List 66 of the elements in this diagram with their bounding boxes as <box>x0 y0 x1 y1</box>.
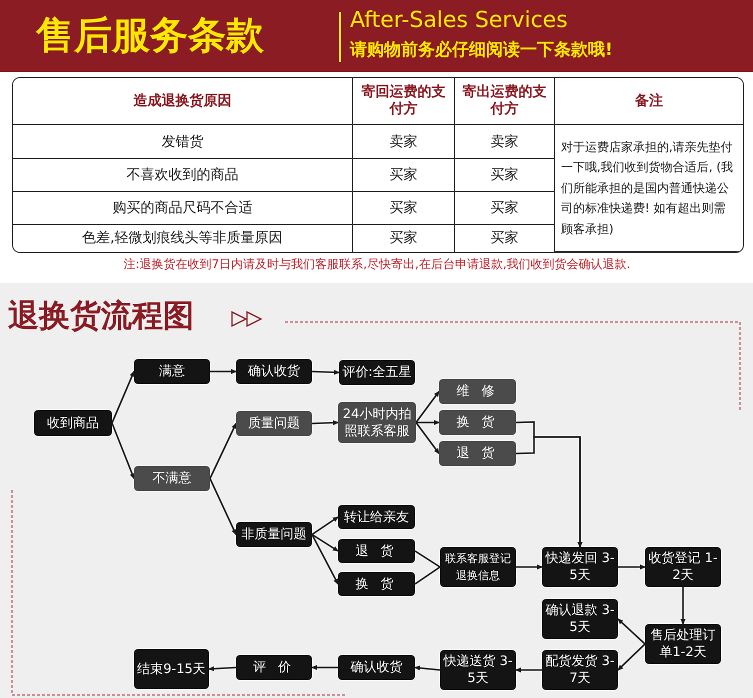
arrow <box>312 534 339 552</box>
arrow <box>311 665 338 670</box>
banner-title: 售后服务条款 <box>36 12 264 58</box>
process-box: 满意 <box>134 359 210 384</box>
banner-subtitle: After-Sales Services <box>350 8 568 34</box>
process-box: 退 货 <box>338 539 415 563</box>
process-box: 质量问题 <box>236 411 312 436</box>
table-cell: 发错货 <box>13 124 352 158</box>
arrow <box>618 564 646 570</box>
table-cell: 色差,轻微划痕线头等非质量原因 <box>13 224 352 252</box>
table-cell: 买家 <box>454 224 554 252</box>
connector-line <box>414 566 440 585</box>
arrow <box>416 420 440 425</box>
process-box: 配货发货 3-7天 <box>542 650 618 690</box>
table-cell: 卖家 <box>352 124 455 158</box>
column-header: 寄出运费的支付方 <box>454 78 554 124</box>
arrow <box>415 422 440 454</box>
process-box: 确认收货 <box>338 655 415 680</box>
arrow <box>516 564 543 570</box>
process-box: 快递发回 3-5天 <box>542 547 618 587</box>
process-box: 评 价 <box>236 655 312 680</box>
column-header: 寄回运费的支付方 <box>352 78 455 124</box>
arrow <box>617 643 646 671</box>
process-box: 联系客服登记退换信息 <box>440 547 516 587</box>
process-box: 确认退款 3-5天 <box>542 599 618 639</box>
table-cell: 不喜欢收到的商品 <box>13 158 352 192</box>
process-box: 收到商品 <box>34 410 112 436</box>
arrow <box>617 618 646 645</box>
arrow <box>209 422 237 479</box>
arrow <box>311 534 339 585</box>
process-box: 结束9-15天 <box>134 649 209 689</box>
column-header: 造成退换货原因 <box>13 78 352 124</box>
arrow <box>515 668 542 672</box>
process-box: 快递送货 3-5天 <box>440 650 516 690</box>
section-title: 退换货流程图 <box>8 297 194 336</box>
arrow <box>111 422 135 480</box>
table-cell: 买家 <box>352 158 455 192</box>
table-cell: 购买的商品尺码不合适 <box>13 192 352 224</box>
process-box: 非质量问题 <box>236 522 312 547</box>
process-box: 售后处理订单1-2天 <box>645 624 721 664</box>
arrow <box>680 587 686 625</box>
process-box: 换 货 <box>338 572 415 596</box>
column-header: 备注 <box>554 78 743 124</box>
process-box: 不满意 <box>134 466 210 491</box>
process-box: 退 货 <box>439 441 516 466</box>
process-box: 24小时内拍照联系客服 <box>338 402 416 443</box>
table-cell: 卖家 <box>454 124 554 158</box>
table-cell: 买家 <box>352 192 455 224</box>
arrow <box>312 516 339 536</box>
arrow <box>312 420 339 426</box>
banner-notice: 请购物前务必仔细阅读一下条款哦! <box>350 39 613 62</box>
arrow <box>111 370 135 424</box>
process-box: 评价:全五星 <box>339 360 415 385</box>
arrow <box>414 666 440 671</box>
arrow <box>312 370 340 375</box>
arrow <box>415 390 440 423</box>
footnote: 注:退换货在收到7日内请及时与我们客服联系,尽快寄出,在后台申请退款,我们收到货会确认退款. <box>122 256 632 273</box>
arrow <box>208 666 236 672</box>
process-box: 换 货 <box>439 410 516 435</box>
process-box: 维 修 <box>439 379 516 404</box>
arrow <box>210 369 237 374</box>
process-box: 收货登记 1-2天 <box>645 547 721 587</box>
process-box: 转让给亲友 <box>338 505 415 529</box>
connector-line <box>414 550 440 568</box>
process-box: 确认收货 <box>236 359 312 384</box>
arrow <box>209 478 237 536</box>
